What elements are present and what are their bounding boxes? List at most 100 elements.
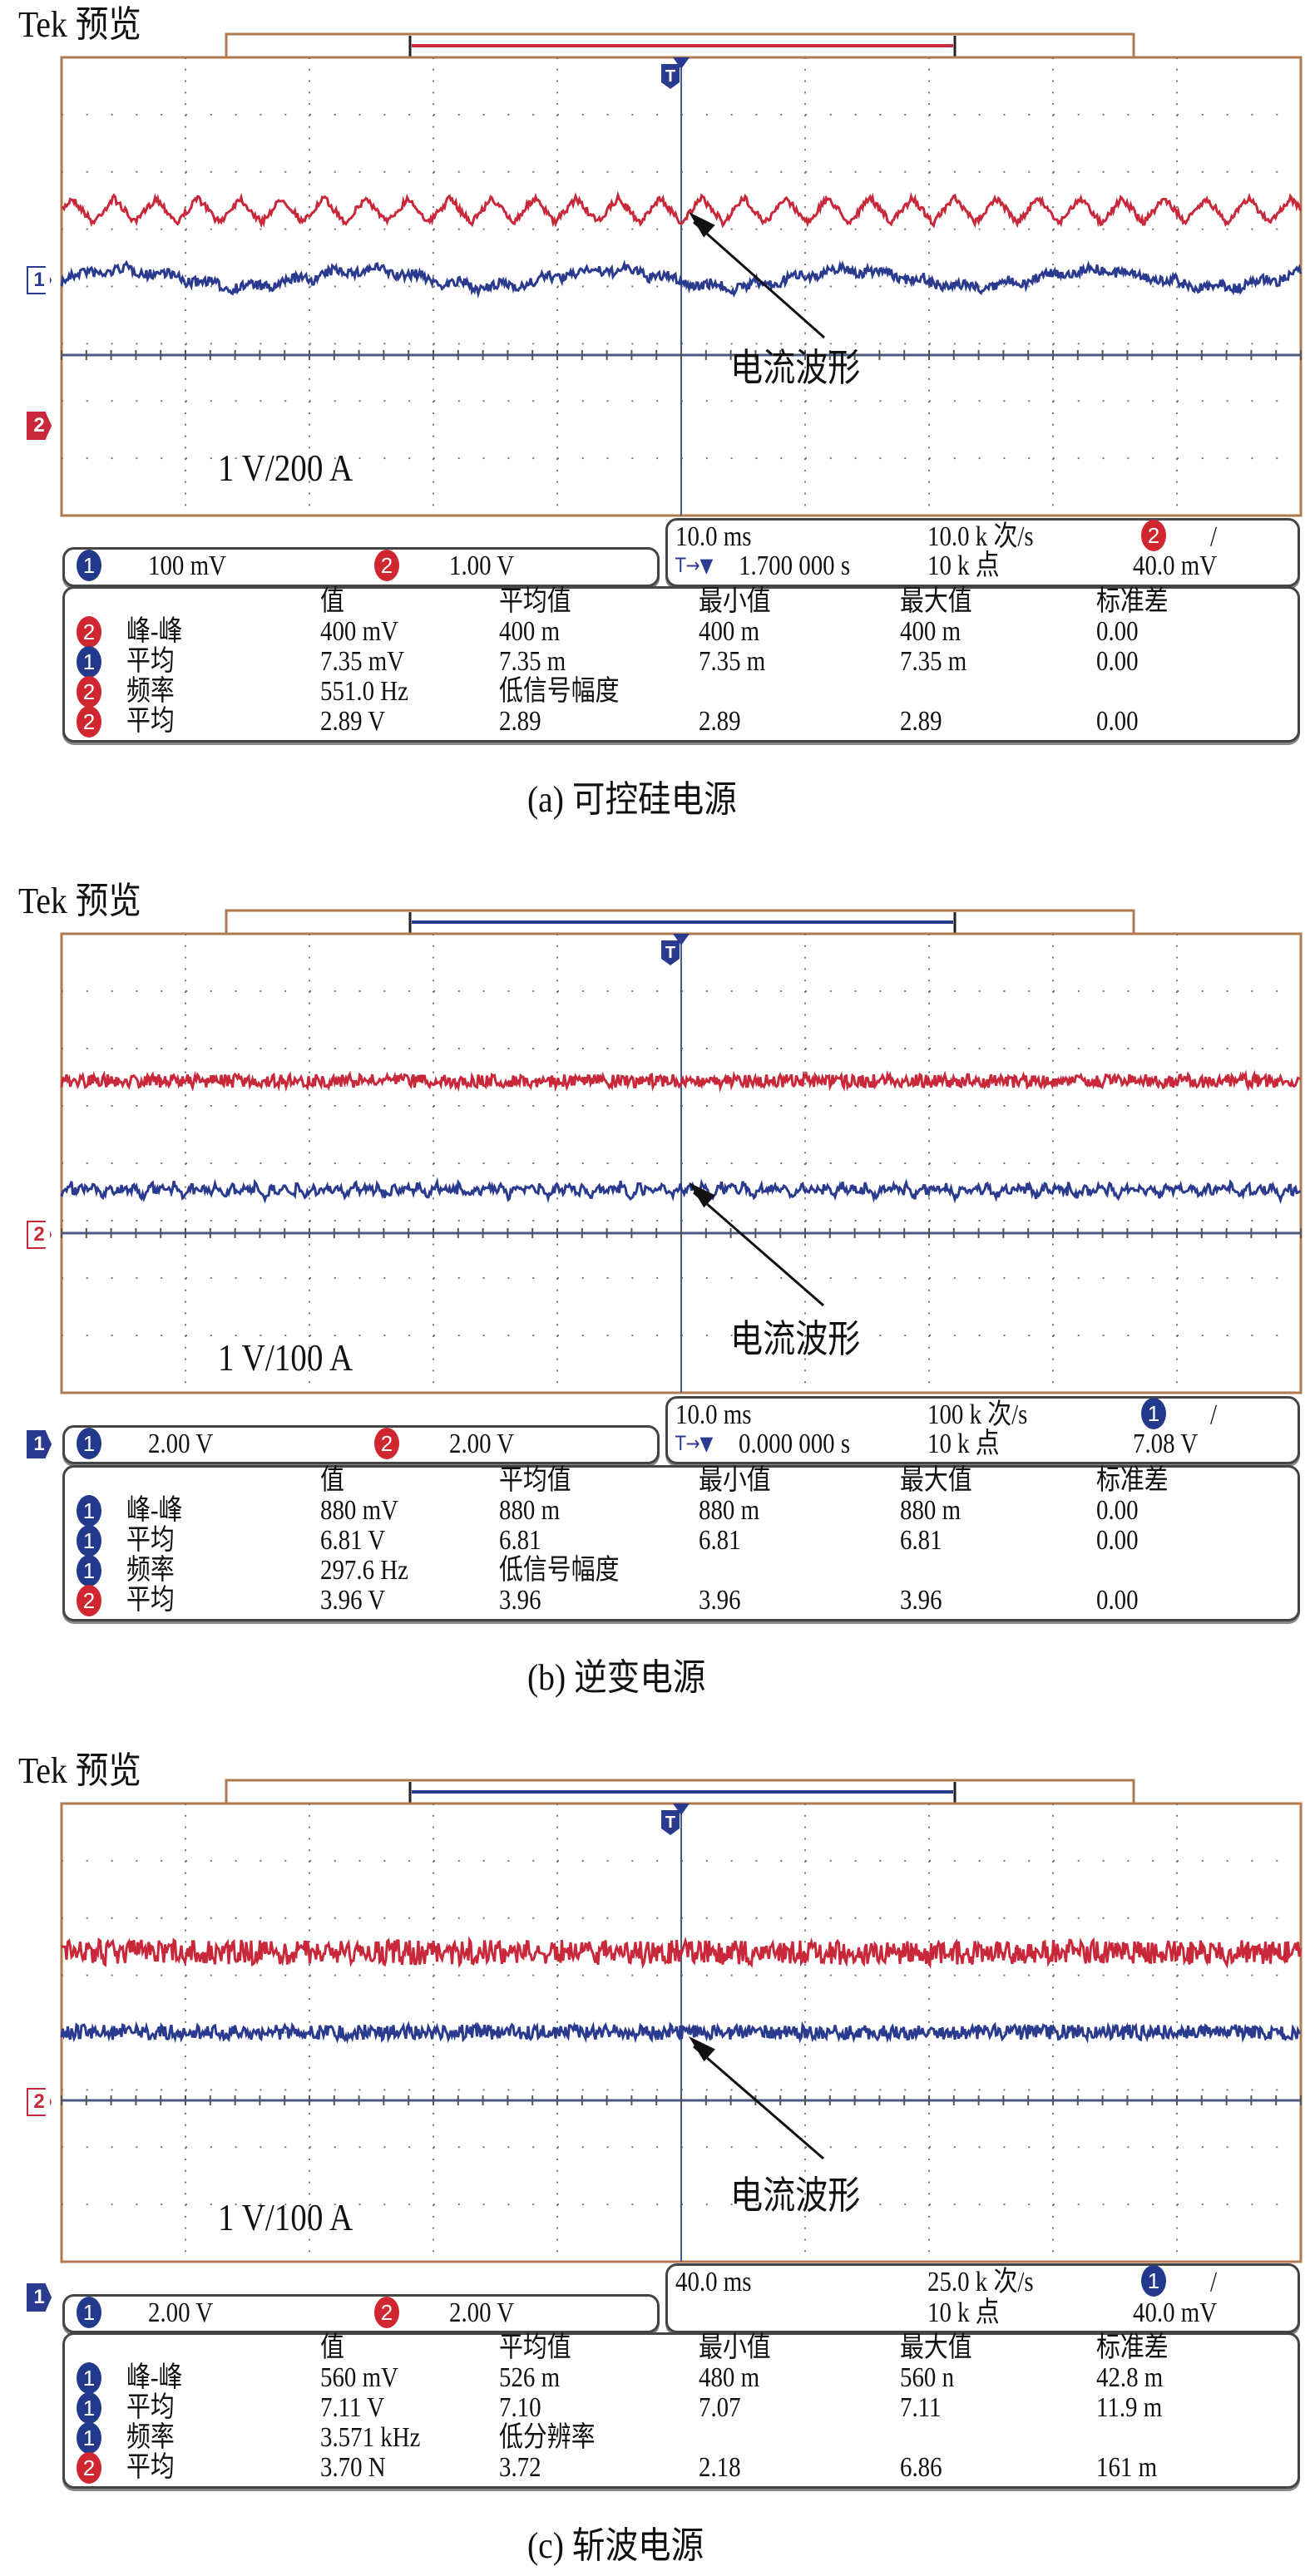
channel-2-badge: 2 bbox=[374, 1428, 399, 1459]
channel-2-ground-marker[interactable]: 2 bbox=[27, 2088, 52, 2116]
measure-column-header: 平均值 bbox=[499, 1465, 571, 1496]
channel-2-scale: 1.00 V bbox=[449, 550, 515, 581]
measure-min: 2.18 bbox=[699, 2452, 741, 2483]
scale-annotation: 1 V/200 A bbox=[218, 447, 353, 489]
channel-1-badge: 1 bbox=[77, 1428, 101, 1459]
measure-min: 2.89 bbox=[699, 706, 741, 737]
measurement-panel[interactable] bbox=[62, 586, 1300, 743]
trigger-slope-icon: / bbox=[1210, 1399, 1218, 1430]
measure-std: 0.00 bbox=[1096, 1495, 1139, 1526]
measure-channel-badge: 2 bbox=[77, 706, 101, 738]
arrow-head-icon bbox=[689, 2036, 715, 2062]
measure-mean: 880 m bbox=[499, 1495, 561, 1526]
measure-column-header: 标准差 bbox=[1096, 2332, 1169, 2363]
trigger-position-icon bbox=[673, 57, 690, 69]
measure-channel-badge: 2 bbox=[77, 616, 101, 648]
arrow-head-icon bbox=[689, 1182, 715, 1208]
channel-scale-panel[interactable] bbox=[62, 2294, 660, 2333]
arrow-head-icon bbox=[689, 212, 715, 238]
measure-channel-badge: 2 bbox=[77, 676, 101, 708]
measure-name: 峰-峰 bbox=[126, 2362, 183, 2393]
trigger-position: 1.700 000 s bbox=[739, 550, 851, 581]
timebase-trigger-panel[interactable] bbox=[665, 518, 1300, 587]
measure-std: 11.9 m bbox=[1096, 2392, 1163, 2423]
measure-std: 0.00 bbox=[1096, 646, 1139, 677]
channel-2-waveform bbox=[60, 1069, 1301, 1093]
measure-column-header: 最大值 bbox=[900, 586, 972, 617]
measure-mean: 7.35 m bbox=[499, 646, 566, 677]
channel-1-ground-marker[interactable]: 1 bbox=[27, 2283, 52, 2312]
measure-column-header: 平均值 bbox=[499, 2332, 571, 2363]
trigger-source-badge: 1 bbox=[1141, 2265, 1166, 2297]
measure-value: 7.11 V bbox=[320, 2392, 385, 2423]
record-length: 10 k 点 bbox=[927, 2297, 1000, 2328]
measure-column-header: 最大值 bbox=[900, 2332, 972, 2363]
measure-value: 560 mV bbox=[320, 2362, 398, 2393]
measure-std: 0.00 bbox=[1096, 706, 1139, 737]
measure-max: 560 n bbox=[900, 2362, 955, 2393]
scope-title: Tek 预览 bbox=[18, 1750, 141, 1791]
channel-1-scale: 2.00 V bbox=[148, 1429, 214, 1459]
measure-value: 551.0 Hz bbox=[320, 676, 408, 707]
annotation-arrow bbox=[693, 1191, 824, 1307]
measure-value: 3.70 N bbox=[320, 2452, 386, 2483]
measure-std: 0.00 bbox=[1096, 616, 1139, 647]
measure-std: 0.00 bbox=[1096, 1585, 1139, 1616]
channel-2-waveform bbox=[61, 190, 1302, 229]
arrow-label: 电流波形 bbox=[730, 347, 861, 389]
measure-max: 7.35 m bbox=[900, 646, 967, 677]
measure-value: 3.96 V bbox=[320, 1585, 386, 1616]
trigger-position: 0.000 000 s bbox=[739, 1429, 851, 1459]
channel-scale-panel[interactable] bbox=[62, 1425, 660, 1464]
channel-1-waveform bbox=[60, 2021, 1301, 2045]
measure-max: 400 m bbox=[900, 616, 961, 647]
measure-name: 平均 bbox=[126, 1525, 175, 1556]
channel-1-badge: 1 bbox=[77, 550, 101, 581]
measure-column-header: 最大值 bbox=[900, 1465, 972, 1496]
channel-2-ground-marker[interactable]: 2 bbox=[27, 1221, 52, 1249]
channel-2-badge: 2 bbox=[374, 550, 399, 581]
channel-2-scale: 2.00 V bbox=[449, 2297, 515, 2328]
channel-1-badge: 1 bbox=[77, 2297, 101, 2328]
measure-min: 400 m bbox=[699, 616, 760, 647]
oscilloscope-screen: T bbox=[60, 32, 1303, 517]
sample-rate: 100 k 次/s bbox=[927, 1399, 1028, 1430]
figure-caption: (c) 斩波电源 bbox=[527, 2525, 704, 2566]
measure-value: 2.89 V bbox=[320, 706, 386, 737]
channel-1-scale: 100 mV bbox=[148, 550, 226, 581]
measure-max: 3.96 bbox=[900, 1585, 942, 1616]
arrow-label: 电流波形 bbox=[730, 1318, 861, 1360]
measure-name: 峰-峰 bbox=[126, 616, 183, 647]
measure-name: 频率 bbox=[126, 2422, 175, 2453]
measure-name: 平均 bbox=[126, 646, 175, 677]
measure-min: 880 m bbox=[699, 1495, 760, 1526]
measure-mean: 400 m bbox=[499, 616, 561, 647]
trigger-source-badge: 2 bbox=[1141, 520, 1166, 551]
measure-name: 频率 bbox=[126, 676, 175, 707]
measure-mean: 低分辨率 bbox=[499, 2422, 596, 2453]
channel-2-scale: 2.00 V bbox=[449, 1429, 515, 1459]
record-length: 10 k 点 bbox=[927, 1429, 1000, 1459]
trigger-slope-icon: / bbox=[1210, 2267, 1218, 2297]
channel-scale-panel[interactable] bbox=[62, 547, 660, 587]
timebase-trigger-panel[interactable] bbox=[665, 1396, 1300, 1464]
measure-channel-badge: 1 bbox=[77, 646, 101, 678]
oscilloscope-screen: T bbox=[60, 909, 1303, 1394]
timebase-trigger-panel[interactable] bbox=[665, 2263, 1300, 2333]
measure-channel-badge: 1 bbox=[77, 1525, 101, 1557]
channel-2-waveform bbox=[61, 1936, 1302, 1970]
measure-mean: 7.10 bbox=[499, 2392, 541, 2423]
measure-channel-badge: 2 bbox=[77, 2452, 101, 2484]
trigger-offset-icon: T→▼ bbox=[675, 1432, 714, 1455]
measure-max: 6.86 bbox=[900, 2452, 942, 2483]
annotation-arrow bbox=[693, 2045, 824, 2160]
svg-text:T: T bbox=[665, 67, 675, 86]
measure-channel-badge: 1 bbox=[77, 1495, 101, 1527]
measure-mean: 3.96 bbox=[499, 1585, 541, 1616]
oscilloscope-screen: T bbox=[60, 1779, 1303, 2263]
measurement-panel[interactable] bbox=[62, 1465, 1300, 1621]
measurement-panel[interactable] bbox=[62, 2332, 1300, 2489]
measure-value: 6.81 V bbox=[320, 1525, 386, 1556]
trigger-source-badge: 1 bbox=[1141, 1398, 1166, 1429]
figure-caption: (b) 逆变电源 bbox=[527, 1657, 706, 1698]
